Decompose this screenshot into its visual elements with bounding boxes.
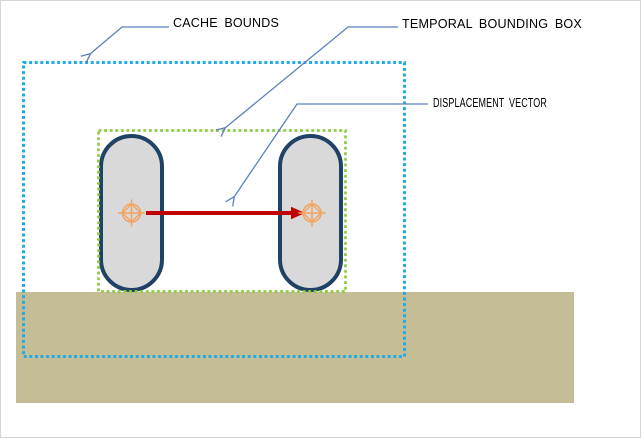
temporal-bbox-leader-line — [225, 26, 398, 128]
cache-bounds-leader-line — [90, 26, 169, 54]
displacement-arrowhead-icon — [291, 206, 305, 220]
cache-bounds-label: CACHE BOUNDS — [173, 15, 279, 30]
center-marker-start-icon — [118, 199, 145, 227]
displacement-vector-label: DISPLACEMENT VECTOR — [433, 95, 547, 110]
displacement-vector-leader-line — [234, 103, 428, 197]
displacement-vector-arrow — [146, 206, 305, 220]
temporal-bounding-box-label: TEMPORAL BOUNDING BOX — [402, 16, 582, 31]
cache-bounds-box — [22, 61, 406, 358]
center-marker-end-icon — [298, 199, 326, 227]
ground-plane — [16, 292, 574, 403]
